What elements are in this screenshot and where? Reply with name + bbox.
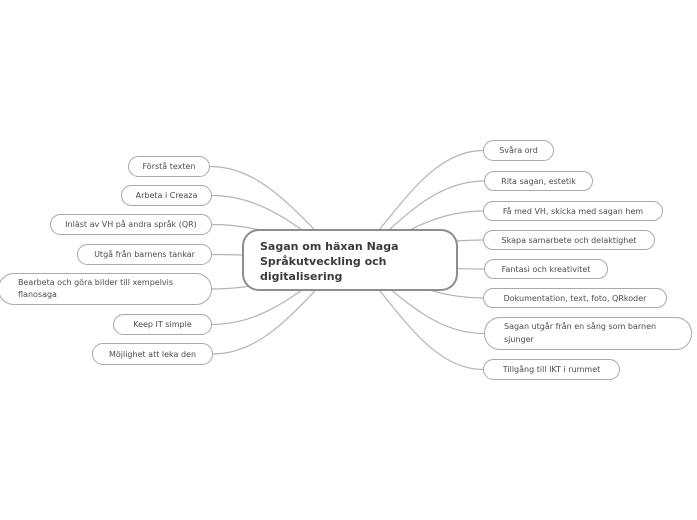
node-label: Möjlighet att leka den <box>108 349 197 359</box>
node-label-line: flanosaga <box>18 290 57 299</box>
mindmap-node[interactable]: Svåra ord <box>483 140 554 161</box>
node-label: Arbeta i Creaza <box>135 191 198 200</box>
mindmap-node[interactable]: Arbeta i Creaza <box>121 185 212 206</box>
node-label: Svåra ord <box>499 146 538 155</box>
node-label: Utgå från barnens tankar <box>94 250 195 259</box>
node-label-line: Sagan utgår från en sång som barnen <box>504 322 657 331</box>
mindmap-node[interactable]: Tillgång till IKT i rummet <box>483 359 620 380</box>
node-label-line: sjunger <box>504 334 534 344</box>
node-label-line: Bearbeta och göra bilder till xempelvis <box>18 277 174 287</box>
node-label: Inläst av VH på andra språk (QR) <box>65 220 197 229</box>
node-label: Fantasi och kreativitet <box>501 264 591 274</box>
mindmap-node[interactable]: Få med VH, skicka med sagan hem <box>483 201 663 221</box>
node-label: Dokumentation, text, foto, QRkoder <box>503 293 647 303</box>
mindmap-node[interactable]: Inläst av VH på andra språk (QR) <box>50 214 212 235</box>
node-label: Keep IT simple <box>133 320 192 329</box>
mindmap-node[interactable]: Utgå från barnens tankar <box>77 244 212 265</box>
central-topic-line: digitalisering <box>260 270 343 283</box>
node-label: Tillgång till IKT i rummet <box>502 365 601 374</box>
node-label: Få med VH, skicka med sagan hem <box>502 206 644 216</box>
node-label: Rita sagan, estetik <box>501 176 576 186</box>
central-topic-line: Språkutveckling och <box>260 255 387 268</box>
mindmap-node[interactable]: Fantasi och kreativitet <box>484 259 608 279</box>
mindmap-node[interactable]: Dokumentation, text, foto, QRkoder <box>483 288 667 308</box>
central-topic-line: Sagan om häxan Naga <box>260 240 399 253</box>
mindmap-node[interactable]: Bearbeta och göra bilder till xempelvis f… <box>0 273 212 305</box>
mindmap-node[interactable]: Rita sagan, estetik <box>484 171 593 191</box>
mindmap-node[interactable]: Keep IT simple <box>113 314 212 335</box>
mindmap-node[interactable]: Skapa samarbete och delaktighet <box>483 230 655 250</box>
mindmap-node[interactable]: Förstå texten <box>128 156 210 177</box>
mindmap-node[interactable]: Möjlighet att leka den <box>92 343 213 365</box>
node-label: Skapa samarbete och delaktighet <box>501 235 637 245</box>
node-label: Förstå texten <box>142 162 196 171</box>
central-topic-node[interactable]: Sagan om häxan Naga Språkutveckling och … <box>242 229 458 291</box>
mindmap-node[interactable]: Sagan utgår från en sång som barnen sjung… <box>484 317 692 350</box>
